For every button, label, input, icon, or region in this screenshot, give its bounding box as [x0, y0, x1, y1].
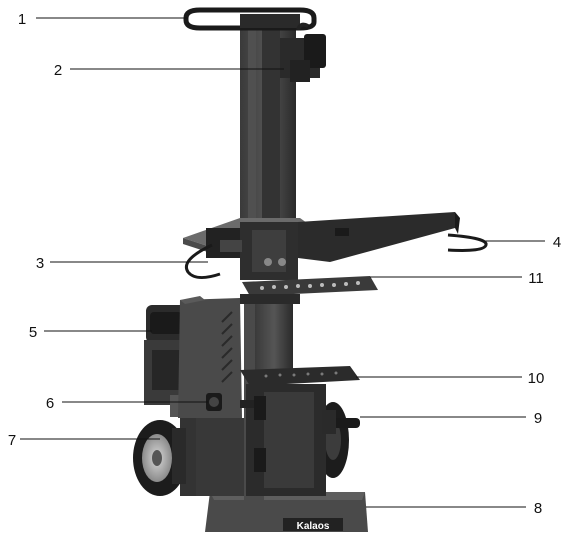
callout-11: 11: [370, 270, 544, 287]
lower-table: [240, 366, 360, 386]
callout-label-7: 7: [8, 432, 16, 449]
callout-7: 7: [8, 432, 160, 449]
control-knob: [206, 393, 222, 411]
callout-4: 4: [482, 234, 561, 251]
machine-illustration: Kalaos: [133, 7, 488, 532]
lower-housing: [240, 384, 326, 496]
callout-label-3: 3: [36, 255, 44, 272]
callout-9: 9: [360, 410, 542, 427]
side-handle: [322, 410, 360, 434]
engine-housing: [178, 296, 242, 418]
callout-label-9: 9: [534, 410, 542, 427]
callout-label-6: 6: [46, 395, 54, 412]
wedge-carriage: [240, 222, 298, 280]
callout-label-5: 5: [29, 324, 37, 341]
callout-3: 3: [36, 255, 208, 272]
callout-label-10: 10: [528, 370, 545, 387]
callout-label-2: 2: [54, 62, 62, 79]
brand-logo: Kalaos: [297, 521, 330, 532]
top-handle: [183, 7, 317, 31]
callout-label-1: 1: [18, 11, 26, 28]
callout-label-8: 8: [534, 500, 542, 517]
log-holder-arm: [298, 212, 488, 262]
base-plate: Kalaos: [205, 492, 368, 532]
callout-label-4: 4: [553, 234, 561, 251]
left-hand-lever: [185, 228, 242, 279]
callouts: 1 2 3 4 5 6 7 8: [8, 11, 561, 517]
callout-2: 2: [54, 62, 284, 79]
callout-6: 6: [46, 395, 208, 412]
callout-5: 5: [29, 324, 152, 341]
ram-head: [280, 22, 326, 82]
callout-1: 1: [18, 11, 188, 28]
callout-8: 8: [366, 500, 542, 517]
callout-label-11: 11: [528, 270, 544, 287]
upper-table: [240, 276, 378, 304]
callout-10: 10: [356, 370, 544, 387]
